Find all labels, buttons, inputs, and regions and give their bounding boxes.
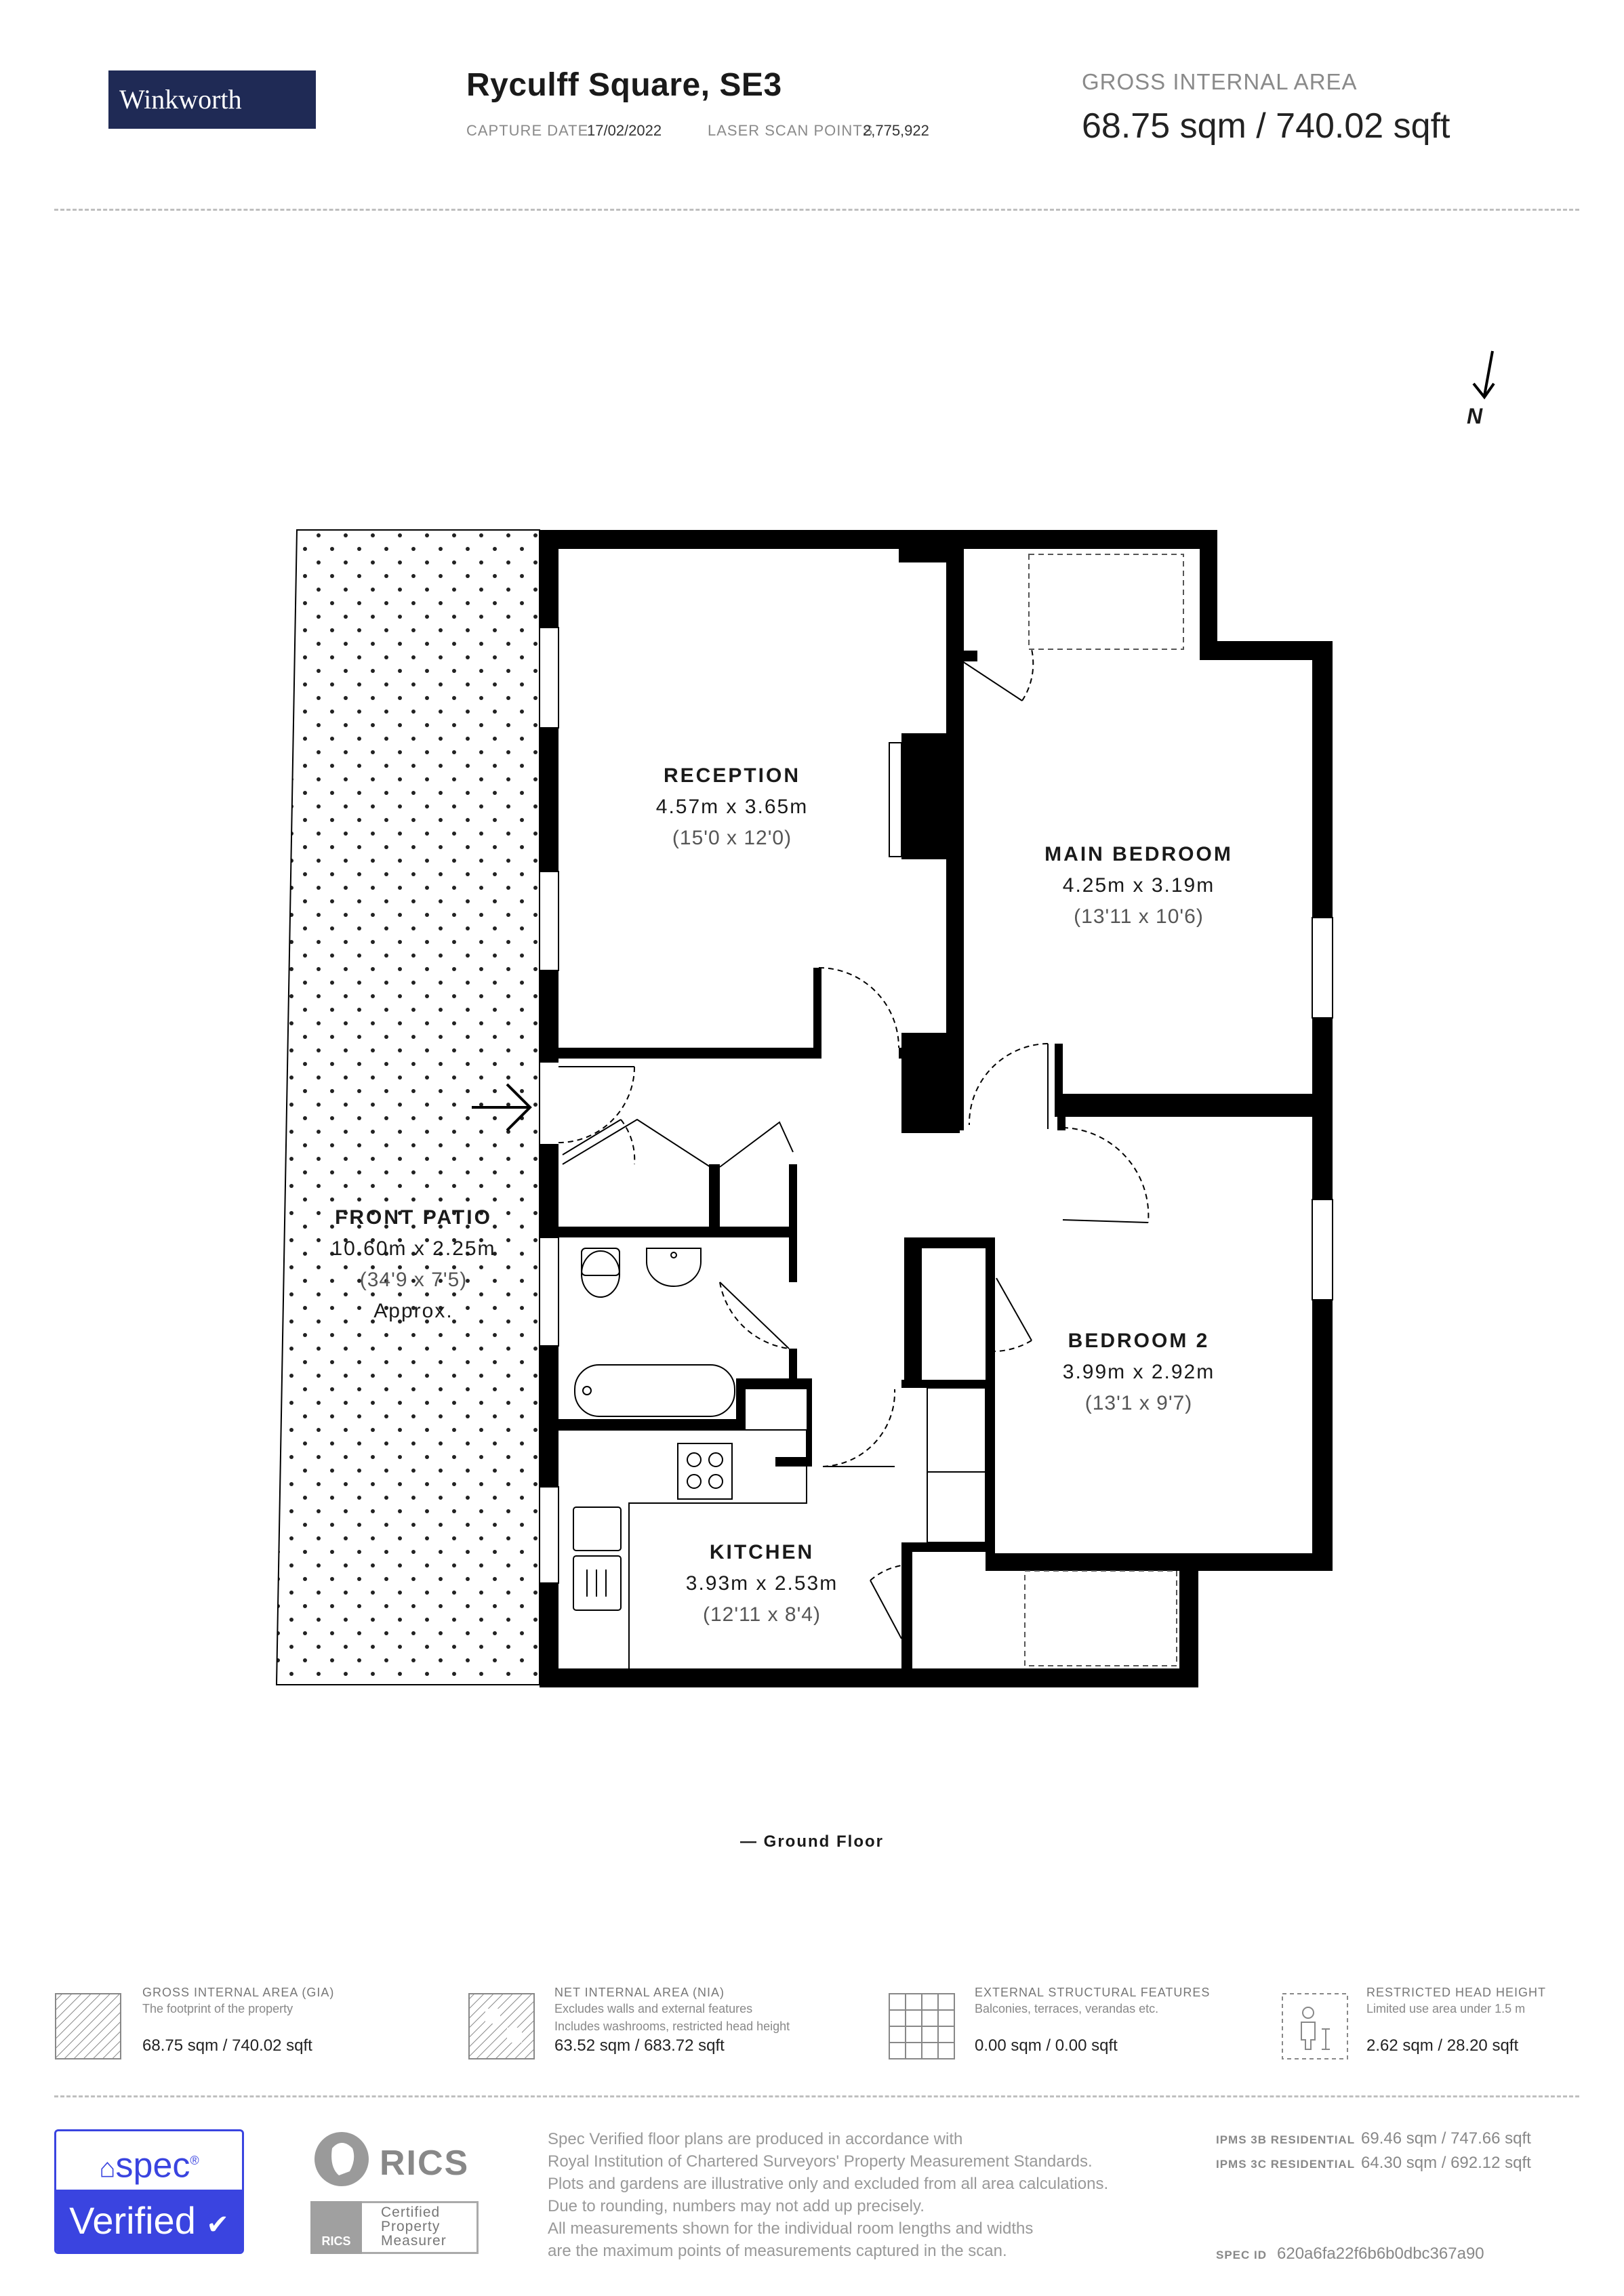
rics-small-logo: RICS [310,2201,362,2254]
interior-walls [559,549,1320,1687]
room-metric: 4.57m x 3.65m [655,796,809,818]
floor-label: — Ground Floor [740,1832,884,1851]
legend-desc-2 [1366,2017,1610,2035]
property-title: Ryculff Square, SE3 [466,67,782,103]
ipms-3c-value: 64.30 sqm / 692.12 sqft [1361,2154,1531,2172]
room-label-bedroom-2: BEDROOM 2 3.99m x 2.92m (13'1 x 9'7) [1003,1326,1274,1419]
fireplace-hearth [889,742,902,857]
room-note: Approx. [373,1300,453,1322]
gia-header-label: GROSS INTERNAL AREA [1082,69,1358,94]
room-name: BEDROOM 2 [1068,1330,1210,1352]
ipms-3b-value: 69.46 sqm / 747.66 sqft [1361,2129,1531,2148]
room-name: RECEPTION [663,764,801,787]
spec-house-icon: ⌂ [99,2153,116,2184]
entrance-arrow-icon [472,1083,532,1132]
windows [539,627,1333,1584]
legend-desc: Excludes walls and external features [554,2002,753,2015]
north-arrow-icon [1472,350,1495,400]
disclaimer: Spec Verified floor plans are produced i… [548,2130,1109,2260]
nia-hatch-icon [468,1993,535,2059]
legend-desc: Balconies, terraces, verandas etc. [975,2002,1159,2015]
room-imperial: (13'1 x 9'7) [1084,1392,1193,1414]
room-imperial: (15'0 x 12'0) [672,827,792,849]
doors [558,649,1150,1639]
legend-desc-2: Includes washrooms, restricted head heig… [554,2020,790,2033]
bathroom-fixtures [574,1248,735,1417]
spec-id-value: 620a6fa22f6b6b0dbc367a90 [1277,2244,1484,2263]
spec-logo: ⌂spec® [56,2131,242,2190]
room-imperial: (12'11 x 8'4) [703,1603,821,1626]
legend-value: 2.62 sqm / 28.20 sqft [1366,2036,1519,2055]
legend-desc: Limited use area under 1.5 m [1366,2002,1526,2015]
legend-title: RESTRICTED HEAD HEIGHT [1366,1986,1547,1999]
spec-id-label: SPEC ID [1216,2249,1267,2261]
legend-icons [55,1993,1348,2059]
room-imperial: (13'11 x 10'6) [1074,905,1204,928]
legend-external: EXTERNAL STRUCTURAL FEATURES Balconies, … [975,1986,1273,2055]
spec-verified: Verified ✔ [56,2190,242,2252]
room-label-reception: RECEPTION 4.57m x 3.65m (15'0 x 12'0) [596,760,868,854]
gia-hatch-icon [55,1993,121,2059]
grid-icon [889,1993,955,2059]
rics-wordmark: RICS [380,2144,470,2183]
room-label-main-bedroom: MAIN BEDROOM 4.25m x 3.19m (13'11 x 10'6… [1003,839,1274,932]
legend-title: NET INTERNAL AREA (NIA) [554,1986,725,1999]
legend-restricted: RESTRICTED HEAD HEIGHT Limited use area … [1366,1986,1610,2055]
ipms-3c-label: IPMS 3C RESIDENTIAL [1216,2158,1356,2171]
room-imperial: (34'9 x 7'5) [359,1269,468,1291]
room-metric: 3.99m x 2.92m [1062,1361,1215,1383]
storage-cupboards [1024,554,1184,1666]
winkworth-logo: Winkworth [108,70,316,129]
capture-date-value: 17/02/2022 [587,122,662,139]
legend-desc-2 [975,2017,1273,2035]
room-name: KITCHEN [709,1541,815,1563]
footer-divider [54,2095,1579,2097]
compass-label: N [1467,404,1483,428]
person-height-icon [1282,1993,1348,2059]
legend-value: 63.52 sqm / 683.72 sqft [554,2036,725,2055]
spec-verified-badge: ⌂spec® Verified ✔ [54,2129,244,2254]
room-name: FRONT PATIO [335,1206,492,1229]
room-metric: 4.25m x 3.19m [1062,874,1215,897]
room-name: MAIN BEDROOM [1044,843,1233,865]
ipms-3b-label: IPMS 3B RESIDENTIAL [1216,2133,1356,2146]
legend-desc: The footprint of the property [142,2002,293,2015]
room-metric: 10.60m x 2.25m [331,1237,496,1260]
legend-title: GROSS INTERNAL AREA (GIA) [142,1986,335,1999]
legend-value: 0.00 sqm / 0.00 sqft [975,2036,1118,2055]
gia-header-value: 68.75 sqm / 740.02 sqft [1082,106,1450,146]
rics-lion-icon [314,2132,369,2186]
legend-desc-2 [142,2017,441,2035]
rics-certified-text: Certified Property Measurer [381,2205,447,2249]
room-label-kitchen: KITCHEN 3.93m x 2.53m (12'11 x 8'4) [626,1537,897,1631]
legend-value: 68.75 sqm / 740.02 sqft [142,2036,312,2055]
legend-nia: NET INTERNAL AREA (NIA) Excludes walls a… [554,1986,880,2055]
kitchen-fixtures [559,1429,807,1668]
header-divider [54,209,1579,211]
capture-date-label: CAPTURE DATE [466,122,589,139]
exterior-walls [540,530,1333,1687]
scan-points-value: 2,775,922 [863,122,929,139]
room-label-front-patio: FRONT PATIO 10.60m x 2.25m (34'9 x 7'5) … [278,1202,549,1327]
scan-points-label: LASER SCAN POINTS [708,122,874,139]
legend-title: EXTERNAL STRUCTURAL FEATURES [975,1986,1211,1999]
legend-gia: GROSS INTERNAL AREA (GIA) The footprint … [142,1986,441,2055]
check-circle-icon: ✔ [206,2210,229,2240]
room-metric: 3.93m x 2.53m [685,1572,838,1595]
